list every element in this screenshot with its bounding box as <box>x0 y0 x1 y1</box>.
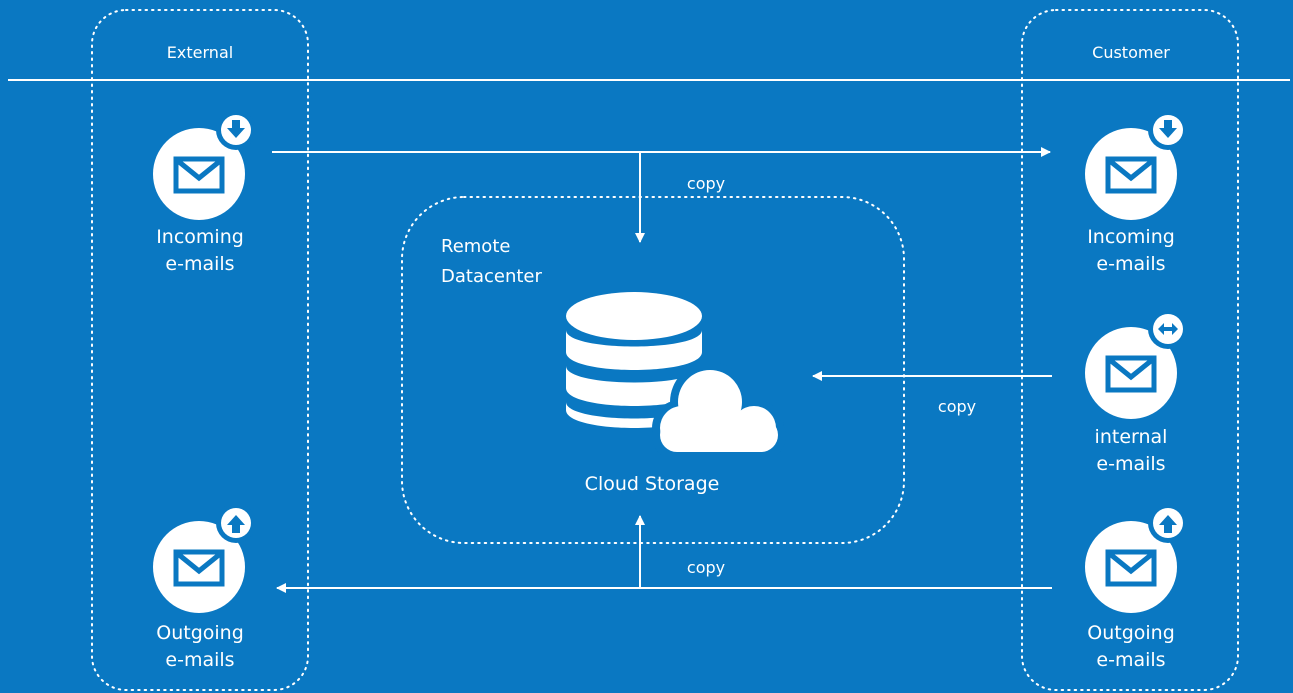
ext-outgoing-label-line1: Outgoing <box>156 622 244 644</box>
mail-download-icon <box>153 112 256 220</box>
cust-incoming-label-line1: Incoming <box>1087 226 1175 248</box>
mail-upload-icon <box>1085 505 1188 613</box>
cust-internal-label-line2: e-mails <box>1096 453 1166 475</box>
copy-label-top: copy <box>686 174 726 193</box>
ext-outgoing-label-line2: e-mails <box>165 649 235 671</box>
external-group-label: External <box>166 43 234 62</box>
external-group-outline <box>91 9 309 691</box>
copy-label-right: copy <box>937 397 977 416</box>
cust-internal-label-line1: internal <box>1094 426 1168 448</box>
ext-incoming-label-line1: Incoming <box>156 226 244 248</box>
datacenter-group-label-line2: Datacenter <box>441 266 542 287</box>
copy-label-bottom: copy <box>686 558 726 577</box>
cust-outgoing-label-line1: Outgoing <box>1087 622 1175 644</box>
datacenter-group-label-line1: Remote <box>441 236 511 257</box>
mail-upload-icon <box>153 505 256 613</box>
storage-label: Cloud Storage <box>584 473 720 495</box>
mail-download-icon <box>1085 112 1188 220</box>
database-cloud-icon <box>566 292 786 460</box>
datacenter-group-outline <box>401 196 905 544</box>
mail-exchange-icon <box>1085 311 1188 419</box>
customer-group-outline <box>1021 9 1239 691</box>
ext-incoming-label-line2: e-mails <box>165 253 235 275</box>
customer-group-label: Customer <box>1092 43 1170 62</box>
cust-outgoing-label-line2: e-mails <box>1096 649 1166 671</box>
cust-incoming-label-line2: e-mails <box>1096 253 1166 275</box>
